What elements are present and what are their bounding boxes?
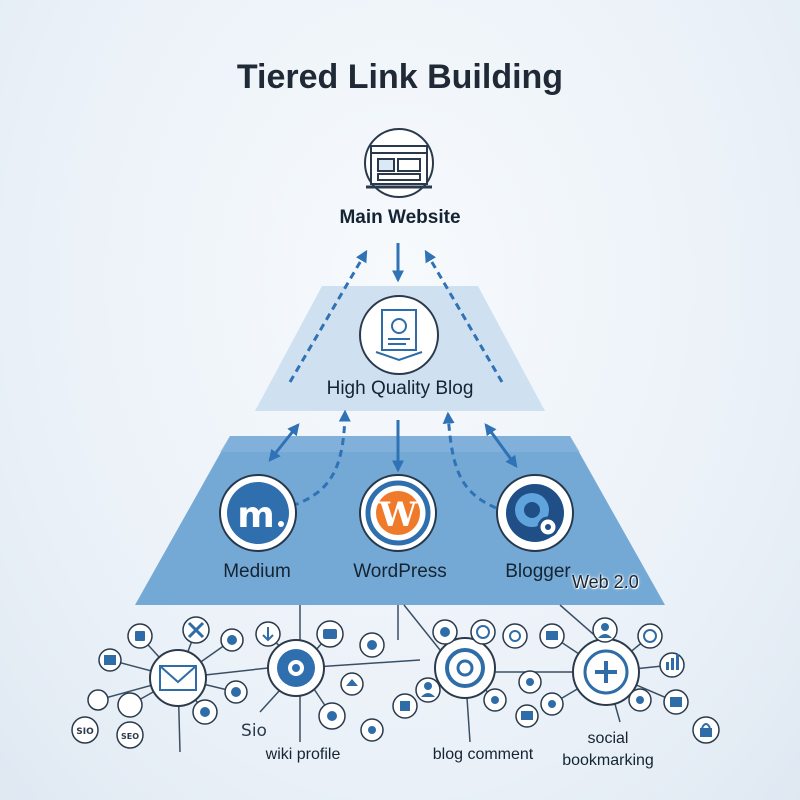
node-icon	[470, 619, 496, 645]
tier3-small-texts: SIO SEO Sio	[76, 721, 267, 741]
main-website-label: Main Website	[339, 207, 461, 228]
node-icon	[637, 623, 663, 649]
high-quality-blog-label: High Quality Blog	[326, 378, 474, 399]
node-icon	[87, 689, 109, 711]
arrows-tier0	[288, 243, 504, 383]
node-icon	[71, 716, 99, 744]
blog-comment-label: blog comment	[432, 746, 534, 763]
node-glyphs	[104, 621, 712, 737]
node-icon	[502, 623, 528, 649]
wordpress-label: WordPress	[353, 561, 447, 582]
sio-text: SIO	[76, 727, 94, 737]
arrows-tier1	[268, 409, 518, 510]
svg-text:W: W	[378, 495, 418, 535]
svg-text:m: m	[237, 495, 275, 536]
at-sign-hub-icon	[434, 637, 496, 699]
camera-hub-icon	[267, 639, 325, 697]
diagram-title: Tiered Link Building	[236, 58, 564, 96]
wiki-profile-label: wiki profile	[265, 746, 341, 763]
blog-document-icon	[359, 295, 439, 375]
medium-label: Medium	[223, 561, 291, 582]
node-icon	[116, 721, 144, 749]
social-label-line1: social	[587, 730, 629, 747]
email-hub-icon	[149, 649, 207, 707]
tier2-band-shade	[220, 436, 580, 452]
web2-label: Web 2.0	[572, 572, 639, 592]
blogger-logo-icon	[496, 474, 574, 552]
social-label-line2: bookmarking	[562, 752, 654, 769]
add-bookmark-hub-icon	[572, 638, 640, 706]
website-window-icon	[364, 128, 434, 198]
wordpress-logo-icon: W	[359, 474, 437, 552]
seo-text: SEO	[121, 732, 139, 741]
blogger-label: Blogger	[505, 561, 571, 582]
medium-logo-icon: m	[219, 474, 297, 552]
sio-label: Sio	[241, 721, 267, 741]
node-icon	[117, 692, 143, 718]
social-bookmarking-label: social bookmarking	[548, 728, 668, 772]
